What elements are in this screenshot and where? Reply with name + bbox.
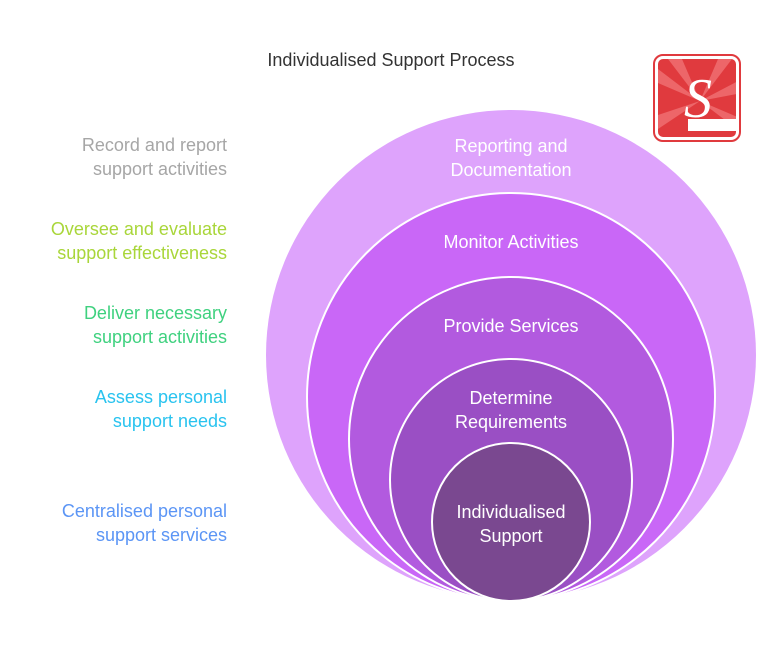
ring-label: Reporting and xyxy=(454,136,567,156)
description-line: Assess personal xyxy=(94,387,227,407)
logo-icon: S xyxy=(653,54,741,142)
description-line: Oversee and evaluate xyxy=(50,219,227,239)
diagram-title: Individualised Support Process xyxy=(267,50,515,70)
ring-label: Requirements xyxy=(455,412,567,432)
ring-label: Determine xyxy=(469,388,552,408)
description-individualised: Centralised personal support services xyxy=(0,499,227,547)
ring-label: Documentation xyxy=(450,160,571,180)
description-line: Deliver necessary xyxy=(83,303,227,323)
description-reporting: Record and report support activities xyxy=(0,133,227,181)
ring-label: Monitor Activities xyxy=(443,232,578,252)
ring-individualised xyxy=(431,442,591,602)
description-line: support needs xyxy=(112,411,227,431)
description-monitor: Oversee and evaluate support effectivene… xyxy=(0,217,227,265)
description-line: support services xyxy=(95,525,227,545)
description-provide: Deliver necessary support activities xyxy=(0,301,227,349)
description-line: Centralised personal xyxy=(61,501,227,521)
ring-label: Provide Services xyxy=(443,316,578,336)
description-line: support activities xyxy=(92,159,227,179)
description-line: Record and report xyxy=(81,135,227,155)
description-determine: Assess personal support needs xyxy=(0,385,227,433)
ring-label: Individualised xyxy=(456,502,565,522)
description-line: support activities xyxy=(92,327,227,347)
description-line: support effectiveness xyxy=(57,243,227,263)
ring-label: Support xyxy=(479,526,542,546)
